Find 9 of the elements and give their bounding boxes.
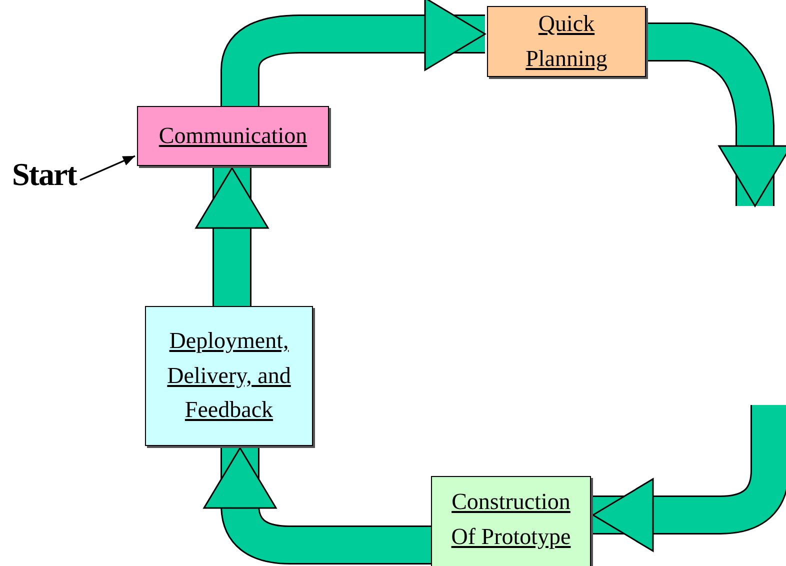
process-box	[137, 106, 329, 166]
box-label: Quick Planning	[524, 10, 608, 73]
box-label: Deployment, Delivery, and Feedback	[166, 327, 292, 424]
process-box	[431, 476, 591, 566]
process-box	[487, 6, 646, 77]
box-label: Communication	[158, 122, 308, 150]
box-label: Construction Of Prototype	[450, 488, 572, 551]
start-label: Start	[12, 156, 76, 192]
process-box	[145, 306, 313, 446]
